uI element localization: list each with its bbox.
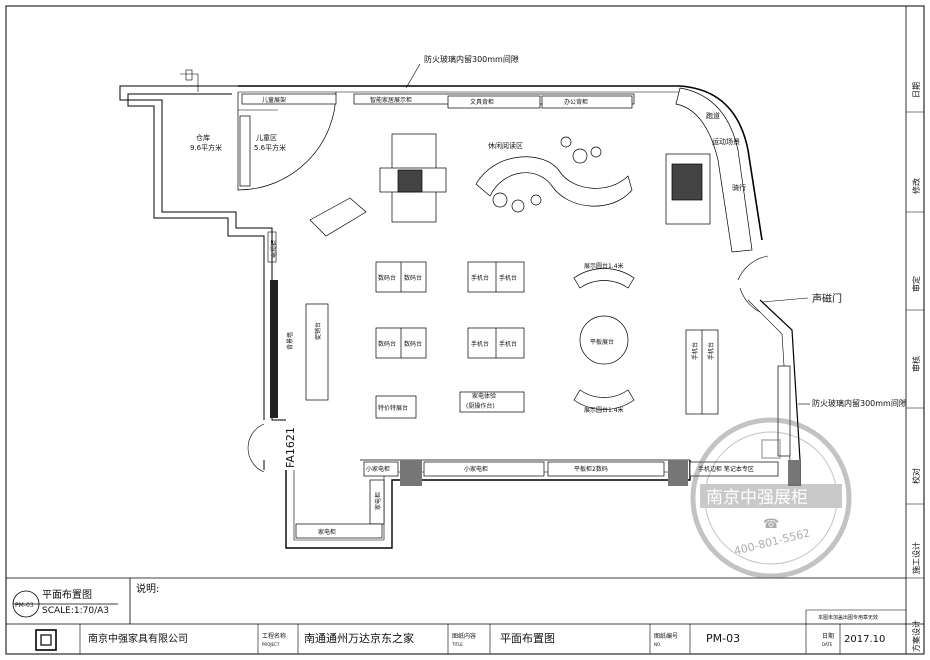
round-display-2-label: 展示圆台1.4米 xyxy=(584,406,624,414)
round-display-1-label: 展示圆台1.4米 xyxy=(584,262,624,270)
side-audit: 审核 xyxy=(911,356,921,372)
wall-cabinet xyxy=(267,231,277,263)
small-app-1-label: 小家电柜 xyxy=(366,465,390,473)
smart-home-label: 智能家居展示柜 xyxy=(370,96,412,104)
company-logo xyxy=(35,629,57,651)
project-label-en: PROJECT xyxy=(262,642,280,647)
fire-glass-right-label: 防火玻璃内留300mm间隙 xyxy=(812,398,907,408)
side-check: 校对 xyxy=(911,468,921,484)
side-scheme: 方案设计 xyxy=(911,620,921,652)
running-label: 跑道 xyxy=(706,111,720,120)
kids-door-swing[interactable] xyxy=(237,91,337,191)
wall-small-label: 电视柜 xyxy=(270,240,278,258)
digital-label-4: 数码台 xyxy=(404,340,422,348)
sport-label: 运动场景 xyxy=(712,137,740,146)
sound-door-label: 声磁门 xyxy=(812,292,842,305)
notes-label: 说明: xyxy=(136,582,159,595)
legend-scale: SCALE:1:70/A3 xyxy=(42,606,109,616)
storage-post xyxy=(185,69,193,81)
phone-label-2: 手机台 xyxy=(499,274,517,282)
number-label-en: NO. xyxy=(654,642,661,647)
digital-label-1: 数码台 xyxy=(378,274,396,282)
appliance-cab-label: 家电柜 xyxy=(318,528,336,536)
storage-stair xyxy=(180,73,199,92)
leader-door xyxy=(761,297,809,303)
drawing-number: PM-03 xyxy=(706,632,740,645)
side-construction: 施工设计 xyxy=(911,542,921,574)
title-block: 南京中强家具有限公司 工程名称 PROJECT 南通通州万达京东之家 图纸内容 … xyxy=(35,609,906,654)
legend-code: PM-03 xyxy=(15,602,34,609)
fire-glass-top-label: 防火玻璃内留300mm间隙 xyxy=(424,54,519,64)
sound-door-swing-2[interactable] xyxy=(739,287,761,313)
tablet-cab-label: 平板柜2数码 xyxy=(574,465,608,473)
leader-top xyxy=(405,63,421,89)
watermark-name: 南京中强展柜 xyxy=(706,488,808,508)
appliance-v-label: 家电柜 xyxy=(374,492,382,510)
top-cab-2-label: 办公背柜 xyxy=(564,98,588,106)
phone-label-4: 手机台 xyxy=(499,340,517,348)
wall-column xyxy=(788,460,800,486)
phone-label-1: 手机台 xyxy=(471,274,489,282)
special-label: 特价特展台 xyxy=(378,404,408,412)
content-label-en: TITLE xyxy=(451,642,463,647)
storage-name: 仓库 xyxy=(196,133,210,142)
legend-title: 平面布置图 xyxy=(42,589,92,601)
leisure-label: 休闲阅读区 xyxy=(488,141,523,150)
entry-door-swing[interactable] xyxy=(247,423,265,473)
side-strip: 日期 修改 审定 审核 校对 施工设计 方案设计 xyxy=(906,82,924,652)
side-date: 日期 xyxy=(912,82,921,98)
bike-label: 骑行 xyxy=(732,183,746,192)
number-label: 图纸编号 xyxy=(654,632,678,640)
sound-door-swing-1[interactable] xyxy=(737,255,769,281)
appliance-label-1: 家电体验 xyxy=(472,392,496,400)
storage-area: 9.6平方米 xyxy=(190,143,222,152)
fixtures xyxy=(239,87,791,539)
phone-icon: ☎ xyxy=(763,517,779,532)
date-value: 2017.10 xyxy=(844,634,885,645)
kids-name: 儿童区 xyxy=(256,133,277,142)
bulletin-label: 促销台 xyxy=(314,322,322,340)
wall-strip-label: 背景墙 xyxy=(286,332,294,350)
drawing-title: 平面布置图 xyxy=(500,632,555,645)
laptop-cab-label: 手机边柜 笔记本专区 xyxy=(698,465,754,473)
company-name: 南京中强家具有限公司 xyxy=(88,632,188,645)
side-review: 审定 xyxy=(911,276,921,292)
kids-area: 5.6平方米 xyxy=(254,143,286,152)
door-code-label: FA1621 xyxy=(284,427,297,468)
small-app-2-label: 小家电柜 xyxy=(464,465,488,473)
wall-column xyxy=(400,460,422,486)
appliance-label-2: (厨操作台) xyxy=(466,402,495,410)
right-phone-label-2: 手机台 xyxy=(707,342,715,360)
date-label-en: DATE xyxy=(822,642,833,647)
phone-label-3: 手机台 xyxy=(471,340,489,348)
right-phone-label-1: 手机台 xyxy=(691,342,699,360)
center-round-label: 平板展台 xyxy=(590,338,614,346)
feature-wall-strip xyxy=(270,280,278,418)
project-label: 工程名称 xyxy=(262,632,286,640)
wall-column xyxy=(668,460,688,486)
content-label: 图纸内容 xyxy=(452,632,476,640)
disclaimer: 本图未加盖出图专用章无效 xyxy=(818,614,878,621)
top-cab-1-label: 文具背柜 xyxy=(470,98,494,106)
digital-label-2: 数码台 xyxy=(404,274,422,282)
side-revision: 修改 xyxy=(911,178,921,194)
legend-block: 平面布置图 PM-03 SCALE:1:70/A3 说明: xyxy=(12,578,159,624)
drawing-frame xyxy=(5,5,925,655)
watermark-stamp: 南京中强展柜 400-801-5562 ☎ xyxy=(690,417,852,579)
digital-label-3: 数码台 xyxy=(378,340,396,348)
project-name: 南通通州万达京东之家 xyxy=(304,631,414,645)
kids-shelf-label: 儿童展架 xyxy=(262,96,286,104)
date-label: 日期 xyxy=(822,632,834,640)
